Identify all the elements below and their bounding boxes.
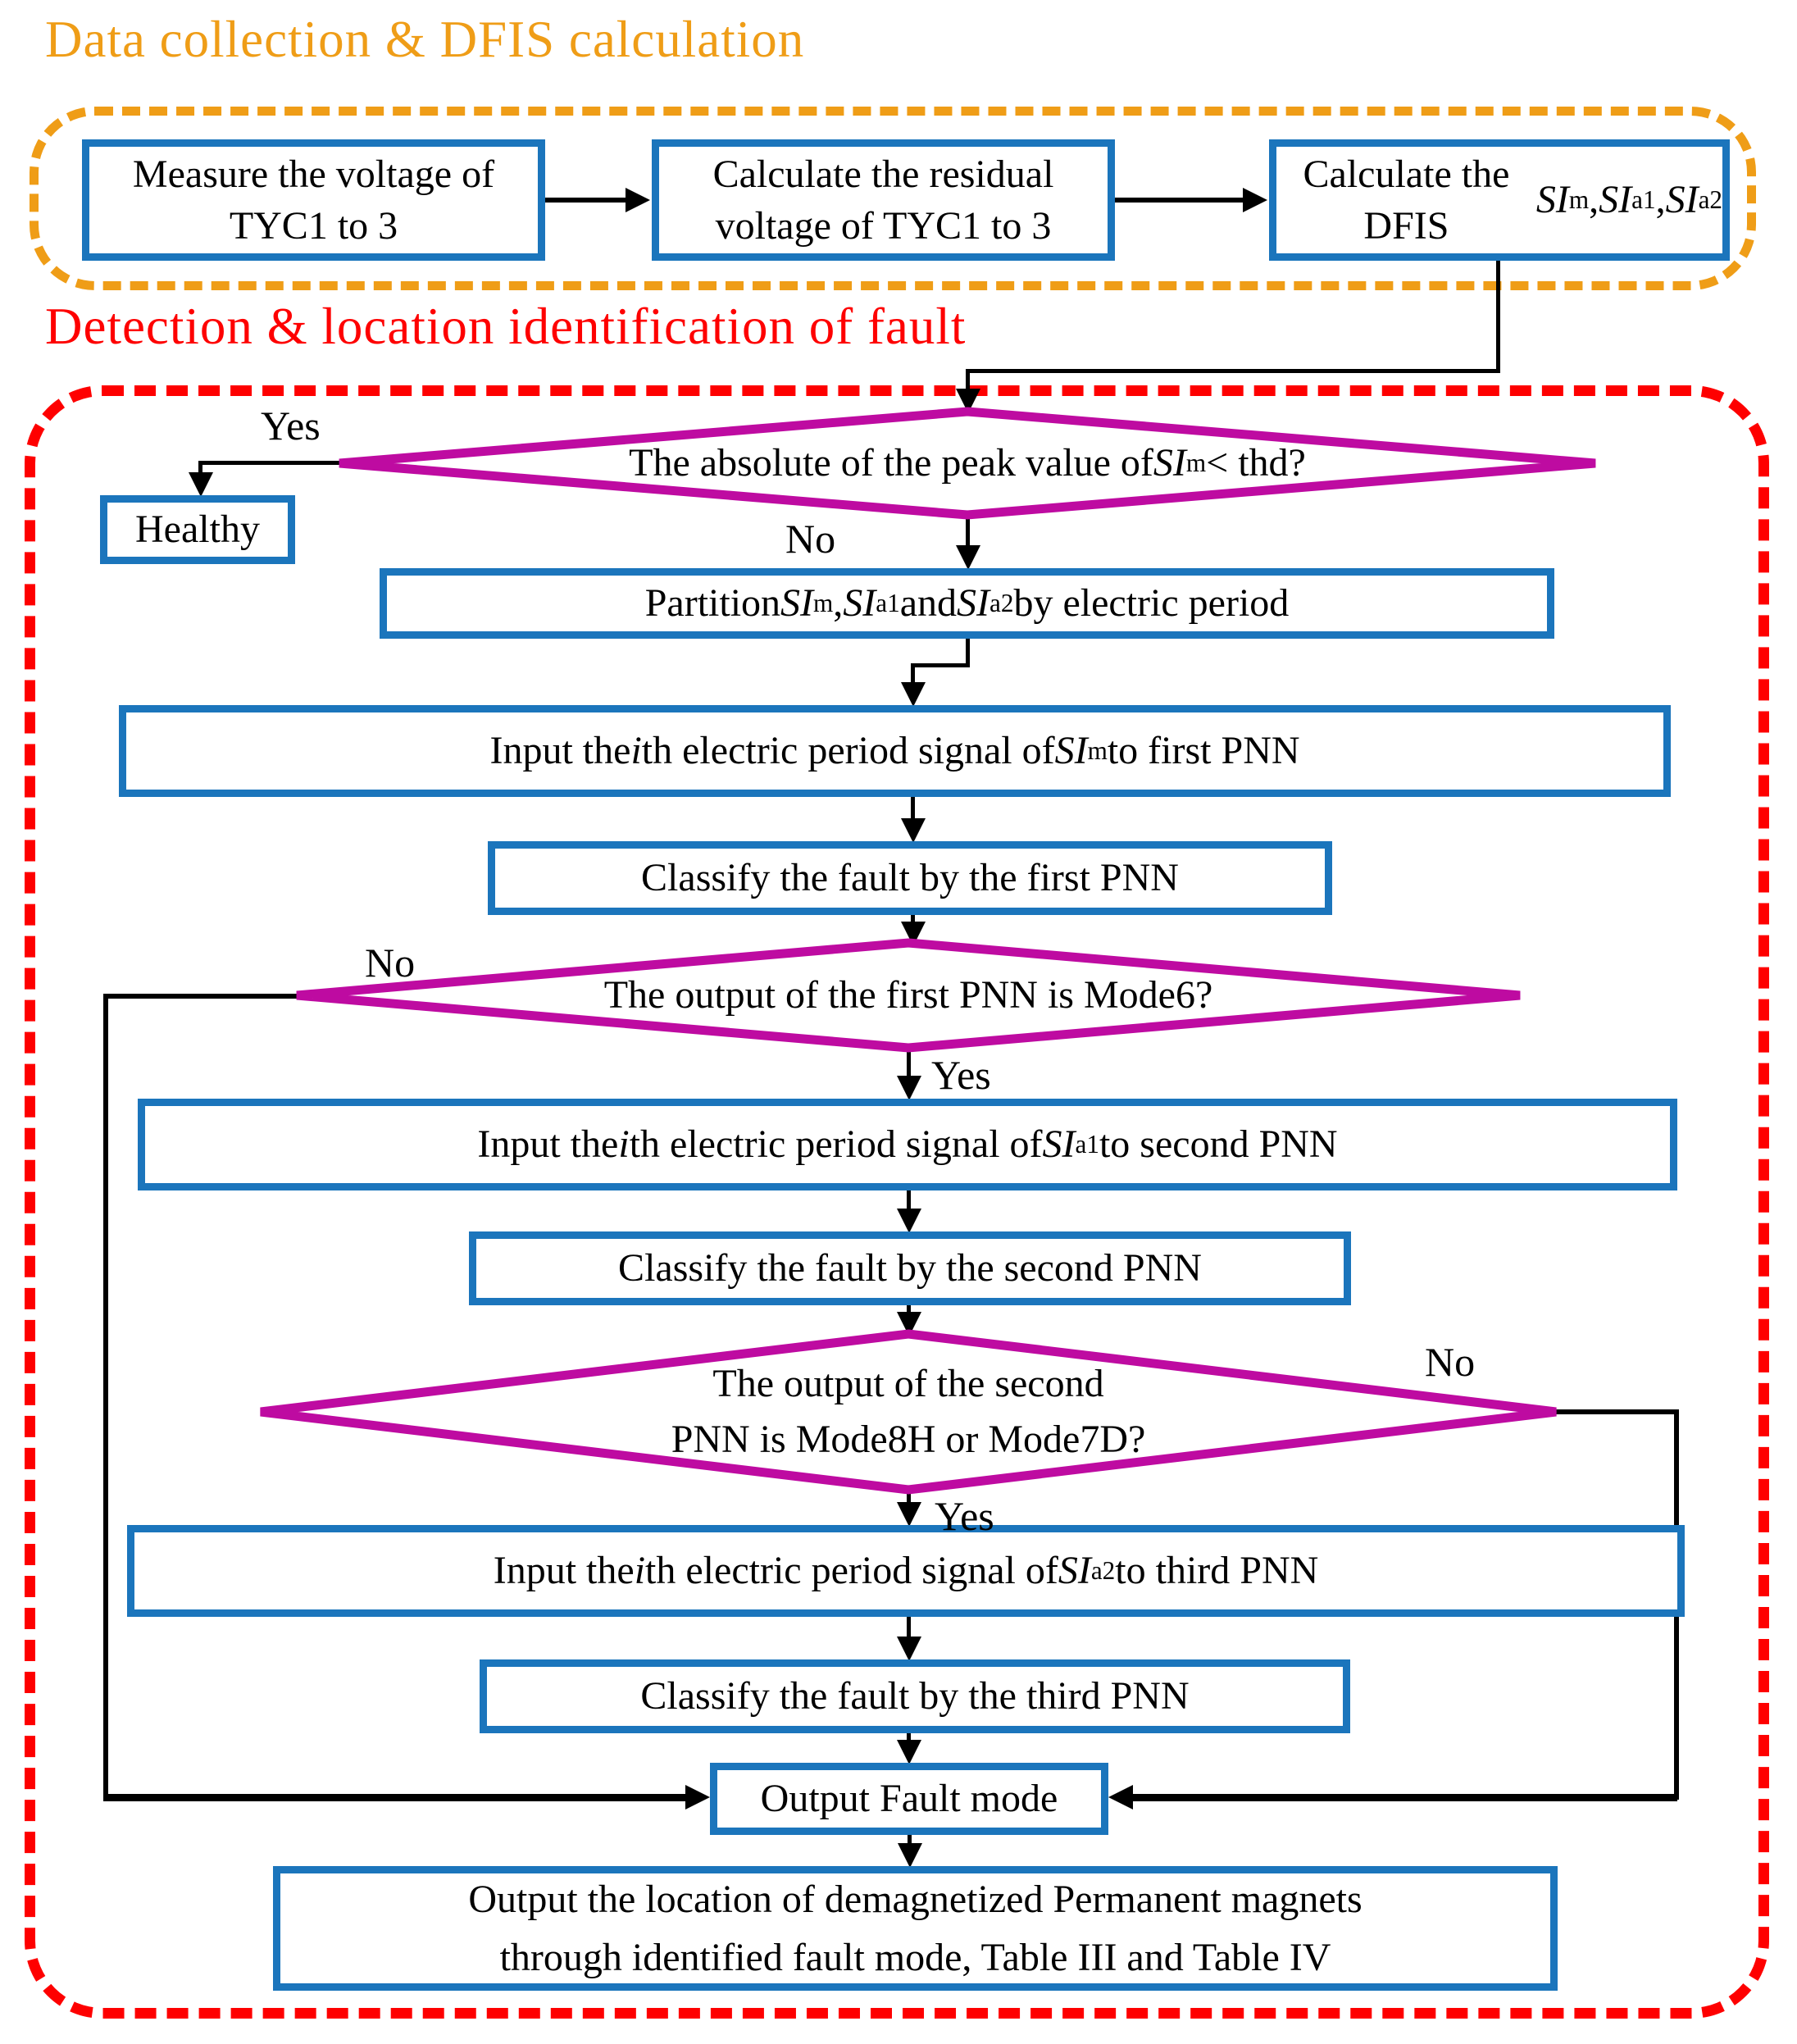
label-no-decision1: No xyxy=(785,516,836,562)
connector-decision1-to-partition xyxy=(966,515,970,548)
label-no-decision3: No xyxy=(1425,1339,1476,1385)
connector-decision1-yes-down xyxy=(198,461,202,474)
connector-partition-jog xyxy=(911,663,970,667)
process-output-fault-mode: Output Fault mode xyxy=(710,1763,1108,1835)
arrowhead-into-input3 xyxy=(897,1502,921,1527)
connector-decision2-to-input2 xyxy=(907,1048,911,1077)
data-collection-group-outline xyxy=(30,107,1756,290)
section-title-detection: Detection & location identification of f… xyxy=(45,298,967,355)
section-title-data-collection: Data collection & DFIS calculation xyxy=(45,11,805,68)
arrowhead-into-final xyxy=(898,1843,922,1868)
decision-first-pnn-mode6-label: The output of the first PNN is Mode6? xyxy=(603,972,1213,1017)
arrowhead-into-output-left xyxy=(685,1785,710,1810)
connector-dfis-down xyxy=(1496,261,1500,373)
label-yes-decision1: Yes xyxy=(261,403,321,448)
connector-partition-down xyxy=(966,639,970,667)
arrowhead-into-input1 xyxy=(901,682,926,707)
process-classify-first-pnn: Classify the fault by the first PNN xyxy=(488,841,1332,915)
connector-input3-to-classify3 xyxy=(907,1617,911,1638)
connector-classify2-to-decision3 xyxy=(907,1305,911,1315)
arrowhead-residual-to-dfis xyxy=(1243,188,1267,212)
arrowhead-into-output-right xyxy=(1108,1785,1133,1810)
label-yes-decision2: Yes xyxy=(931,1052,991,1098)
connector-decision3-no-right xyxy=(1556,1409,1679,1414)
arrowhead-into-healthy xyxy=(189,472,213,497)
connector-decision1-yes-left xyxy=(200,461,339,465)
connector-right-rail-feed xyxy=(1131,1794,1677,1801)
arrowhead-into-partition xyxy=(956,545,980,570)
arrowhead-into-input2 xyxy=(897,1076,921,1100)
connector-left-rail xyxy=(103,994,108,1797)
detection-group-outline xyxy=(25,385,1769,2019)
connector-decision3-to-input3 xyxy=(907,1490,911,1505)
connector-output-to-final xyxy=(908,1835,912,1845)
arrowhead-into-classify2 xyxy=(897,1209,921,1233)
connector-classify3-to-output xyxy=(907,1733,911,1741)
process-output-location: Output the location of demagnetized Perm… xyxy=(273,1866,1558,1991)
connector-left-rail-feed xyxy=(103,1794,689,1801)
connector-classify1-to-decision2 xyxy=(911,915,915,925)
label-no-decision2: No xyxy=(365,940,416,986)
connector-dfis-left xyxy=(966,369,1500,373)
process-classify-second-pnn: Classify the fault by the second PNN xyxy=(469,1231,1351,1305)
arrowhead-into-classify1 xyxy=(901,818,926,843)
arrowhead-into-classify3 xyxy=(897,1637,921,1661)
process-classify-third-pnn: Classify the fault by the third PNN xyxy=(480,1659,1350,1733)
connector-residual-to-dfis xyxy=(1115,198,1246,203)
terminal-healthy: Healthy xyxy=(100,495,295,564)
connector-input1-to-classify1 xyxy=(911,797,915,820)
connector-dfis-into-decision1 xyxy=(966,369,970,390)
label-yes-decision3: Yes xyxy=(935,1493,994,1539)
connector-partition-into-input1 xyxy=(911,663,915,684)
connector-measure-to-residual xyxy=(545,198,627,203)
arrowhead-measure-to-residual xyxy=(626,188,650,212)
connector-input2-to-classify2 xyxy=(907,1190,911,1210)
arrowhead-into-output-top xyxy=(897,1740,921,1764)
decision-first-pnn-mode6: The output of the first PNN is Mode6? xyxy=(296,938,1521,1053)
connector-decision2-no-left xyxy=(103,994,298,999)
